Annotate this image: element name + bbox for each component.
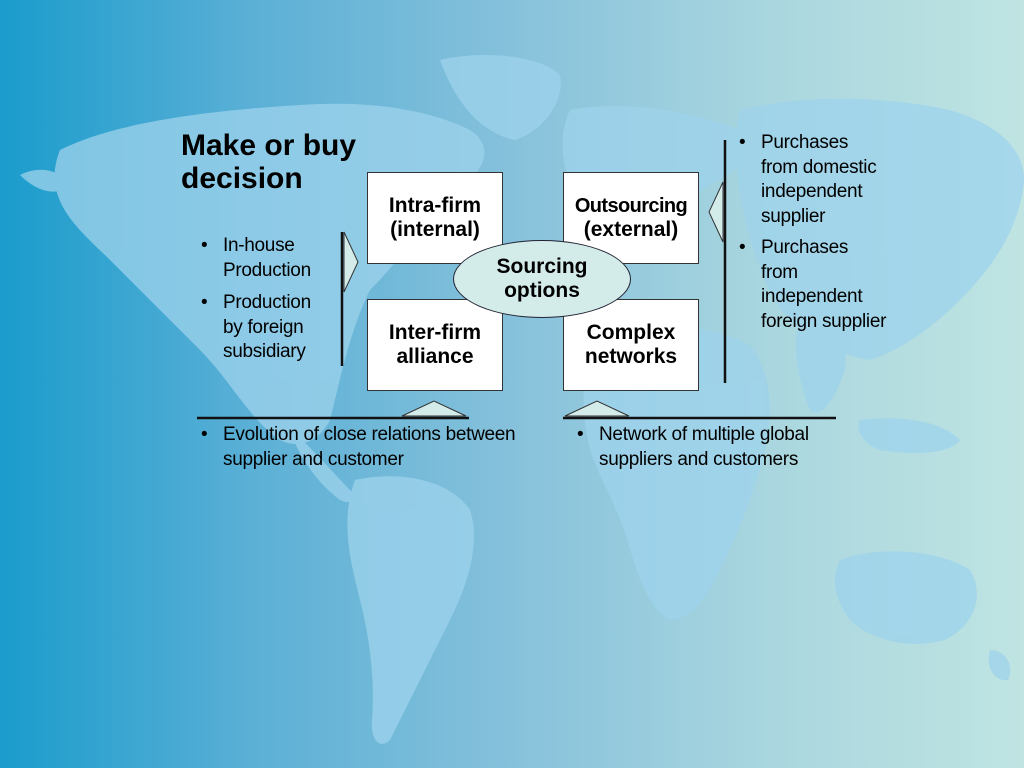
bottom-right-bullet-list: Network of multiple global suppliers and…	[575, 423, 875, 472]
ellipse-label: Sourcing	[496, 255, 588, 278]
bottom-left-bullet-list: Evolution of close relations between sup…	[199, 423, 539, 472]
list-item: Network of multiple global suppliers and…	[575, 423, 875, 472]
list-item: In-house Production	[199, 234, 334, 283]
intra-firm-box: Intra-firm (internal)	[367, 172, 503, 264]
box-label: (internal)	[390, 218, 480, 241]
box-label: (external)	[583, 218, 679, 241]
sourcing-options-ellipse: Sourcing options	[453, 240, 631, 318]
box-label: alliance	[396, 345, 474, 368]
list-item: Production by foreign subsidiary	[199, 291, 334, 365]
box-label: Intra-firm	[388, 194, 482, 217]
box-label: Inter-firm	[388, 321, 482, 344]
left-bullet-list: In-house Production Production by foreig…	[199, 234, 334, 373]
box-label: Outsourcing	[574, 195, 688, 217]
ellipse-label: options	[504, 279, 580, 302]
inter-firm-box: Inter-firm alliance	[367, 299, 503, 391]
list-item: Purchases from independent foreign suppl…	[737, 236, 887, 334]
list-item: Purchases from domestic independent supp…	[737, 131, 887, 229]
right-bullet-list: Purchases from domestic independent supp…	[737, 131, 887, 341]
list-item: Evolution of close relations between sup…	[199, 423, 539, 472]
box-label: networks	[584, 345, 678, 368]
complex-networks-box: Complex networks	[563, 299, 699, 391]
box-label: Complex	[586, 321, 676, 344]
page-title: Make or buy decision	[181, 129, 357, 195]
